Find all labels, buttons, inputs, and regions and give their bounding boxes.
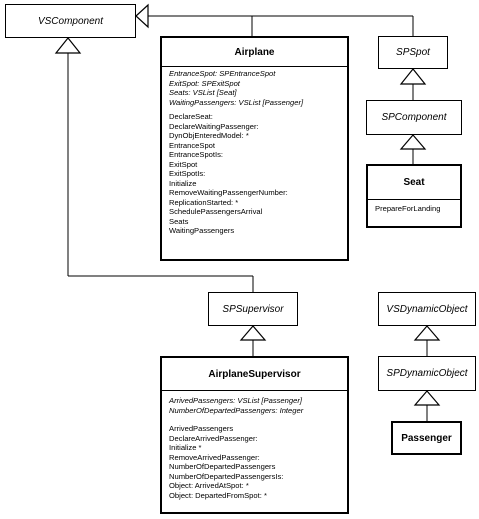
class-airplane: Airplane EntranceSpot: SPEntranceSpot Ex… [160,36,349,261]
operation: Object: DepartedFromSpot: * [169,490,267,500]
class-name: SPSpot [396,47,430,58]
operations-compartment: PrepareForLanding [368,199,460,214]
class-spdynamicobject: SPDynamicObject [378,356,476,391]
inheritance-arrow-vsdynamicobject [413,325,441,341]
operation: WaitingPassengers [169,226,235,235]
class-spsupervisor: SPSupervisor [208,292,298,326]
inheritance-arrow-spcomponent [399,134,427,150]
attribute: ExitSpot: SPExitSpot [169,78,240,88]
operation: DeclareSeat: [169,112,213,121]
attribute: EntranceSpot: SPEntranceSpot [169,69,276,78]
class-name: VSDynamicObject [386,303,468,315]
inheritance-arrow-spdynamicobject [413,390,441,406]
operation: Initialize [169,178,197,188]
operations-compartment: DeclareSeat: DeclareWaitingPassenger: Dy… [162,107,347,236]
inheritance-arrow-spsupervisor [239,325,267,341]
operation: Seats [169,216,189,226]
inheritance-arrow-spspot [399,68,427,85]
class-name: Airplane [234,46,275,58]
operation: DeclareWaitingPassenger: [169,121,259,131]
operation: RemoveArrivedPassenger: [169,452,260,462]
operation: SchedulePassengersArrival [169,207,263,216]
operation: DynObjEnteredModel: * [169,131,249,140]
class-spspot: SPSpot [378,36,448,69]
operation: PrepareForLanding [375,204,441,213]
operation: EntranceSpot [169,140,216,150]
operation: Object: ArrivedAtSpot: * [169,481,249,490]
operation: ArrivedPassengers [169,424,234,433]
operation: DeclareArrivedPassenger: [169,433,258,443]
operation: RemoveWaitingPassengerNumber: [169,188,288,197]
class-name: SPSupervisor [222,303,284,315]
operation: EntranceSpotIs: [169,150,224,159]
operation: Initialize * [169,443,202,452]
class-name: SPComponent [381,112,447,123]
attributes-compartment: EntranceSpot: SPEntranceSpot ExitSpot: S… [162,66,347,107]
class-seat: Seat PrepareForLanding [366,164,462,228]
attribute: Seats: VSList [Seat] [169,88,237,97]
attribute: WaitingPassengers: VSList [Passenger] [169,97,304,107]
operation: ExitSpot [169,159,198,169]
class-vscomponent: VSComponent [5,4,136,38]
class-airplanesupervisor: AirplaneSupervisor ArrivedPassengers: VS… [160,356,349,514]
attribute: ArrivedPassengers: VSList [Passenger] [169,396,302,405]
class-name: AirplaneSupervisor [208,368,301,380]
inheritance-arrow-vscomponent-down [54,37,82,54]
class-name: SPDynamicObject [386,368,468,379]
operation: ReplicationStarted: * [169,197,239,207]
operation: ExitSpotIs: [169,169,206,178]
attribute: NumberOfDepartedPassengers: Integer [169,405,304,415]
inheritance-arrow-vscomponent-right [135,3,149,29]
operation: NumberOfDepartedPassengersIs: [169,471,284,481]
class-name: Seat [403,177,425,188]
class-spcomponent: SPComponent [366,100,462,135]
operation: NumberOfDepartedPassengers [169,462,276,471]
class-passenger: Passenger [391,421,462,455]
operations-compartment: ArrivedPassengers DeclareArrivedPassenge… [162,415,347,500]
class-vsdynamicobject: VSDynamicObject [378,292,476,326]
class-name: Passenger [401,432,452,444]
attributes-compartment: ArrivedPassengers: VSList [Passenger] Nu… [162,390,347,415]
class-name: VSComponent [37,15,104,27]
